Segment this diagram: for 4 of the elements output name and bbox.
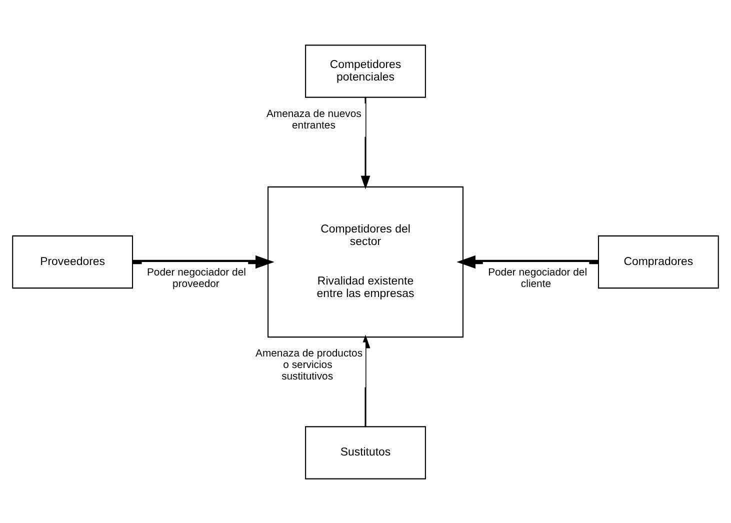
edge-label: Poder negociador del proveedor (147, 267, 246, 290)
edge-label: Amenaza de productos o servicios sustitutivos (256, 348, 363, 382)
edge-label: Poder negociador del cliente (488, 267, 588, 290)
edge-label: Amenaza de nuevos entrantes (266, 108, 362, 131)
